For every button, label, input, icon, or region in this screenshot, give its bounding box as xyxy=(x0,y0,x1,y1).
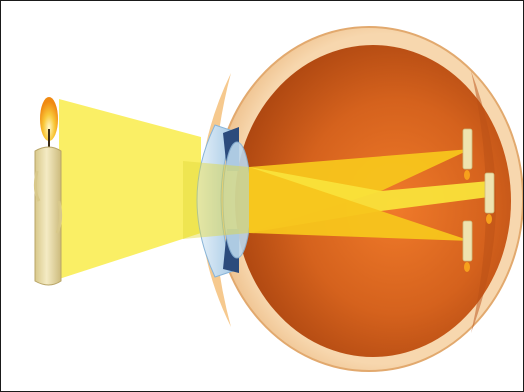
candle-icon xyxy=(35,97,61,285)
lens-light-band xyxy=(183,161,249,239)
incoming-light-cone xyxy=(59,99,201,279)
